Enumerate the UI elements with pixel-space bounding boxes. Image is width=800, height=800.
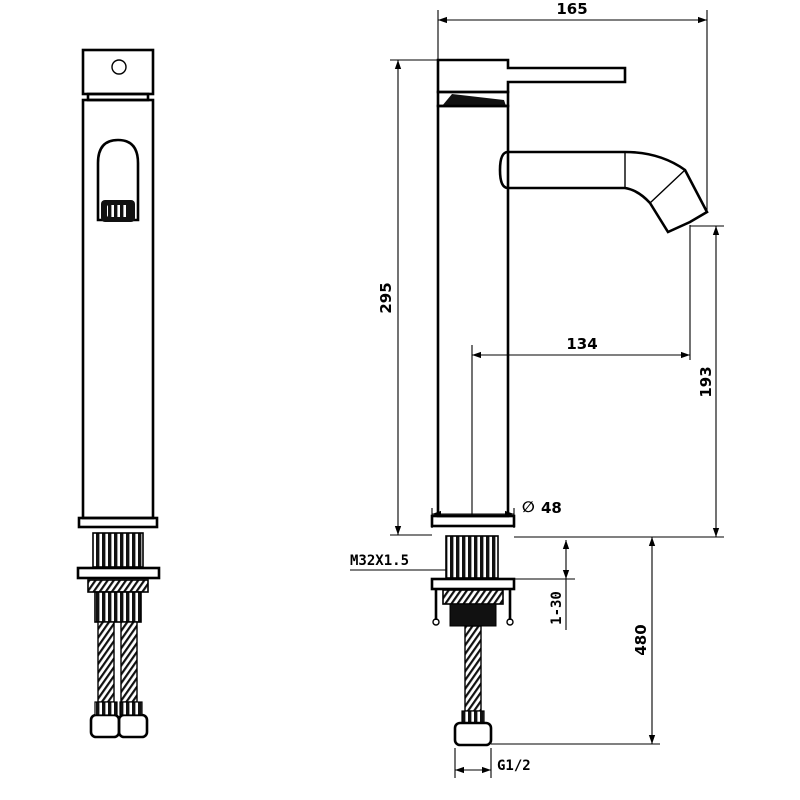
label-hose-connection: G1/2: [497, 758, 531, 774]
label-overall-height: 295: [377, 282, 395, 313]
shank-lower-front: [94, 591, 142, 623]
side-view: [430, 58, 709, 747]
label-deck-thickness: 1-30: [549, 591, 565, 625]
threaded-shank-side: [445, 535, 499, 579]
shank-lower-side: [449, 603, 497, 627]
bolt-left-end: [432, 618, 440, 626]
hose-nut-right-front: [117, 713, 149, 739]
hose-side: [464, 625, 482, 712]
hose-collar-right-front: [119, 701, 143, 716]
label-spout-reach: 134: [566, 335, 597, 353]
faucet-body-front: [81, 98, 155, 520]
handle-bevel: [442, 94, 506, 106]
fixing-plate-front: [76, 566, 161, 580]
hose-right-front: [120, 621, 138, 703]
aerator-joint-line: [649, 169, 686, 204]
base-flange-side: [430, 514, 516, 528]
handle-cap: [81, 48, 155, 96]
hose-nut-side: [453, 721, 493, 747]
hose-nut-left-front: [89, 713, 121, 739]
handle-screw-hole: [111, 59, 127, 75]
lever-handle: [436, 58, 627, 94]
label-thread: M32X1.5: [350, 553, 409, 569]
dimension-labels: 165 295 134 193 ∅ 48 M32X1.5 1-30 480 G1…: [350, 0, 715, 774]
threaded-shank-front: [92, 532, 144, 568]
hose-left-front: [97, 621, 115, 703]
label-overall-width: 165: [556, 0, 587, 18]
aerator-mesh: [107, 205, 129, 217]
label-base-diameter: 48: [541, 499, 562, 517]
front-view: [76, 48, 161, 739]
spout-opening: [96, 138, 140, 222]
fixing-plate-side: [430, 577, 516, 591]
spout: [498, 150, 709, 234]
label-base-diameter-symbol: ∅: [522, 498, 535, 516]
label-spout-height: 193: [697, 366, 715, 397]
fixing-nut-side: [442, 589, 504, 605]
bolt-right-end: [506, 618, 514, 626]
hose-collar-side: [461, 710, 485, 724]
dimension-lines: [350, 10, 724, 778]
label-hose-length: 480: [632, 624, 650, 655]
fixing-nut-front: [87, 579, 149, 593]
faucet-body-side: [436, 104, 510, 518]
hose-collar-left-front: [94, 701, 118, 716]
base-flange-front: [77, 516, 159, 529]
